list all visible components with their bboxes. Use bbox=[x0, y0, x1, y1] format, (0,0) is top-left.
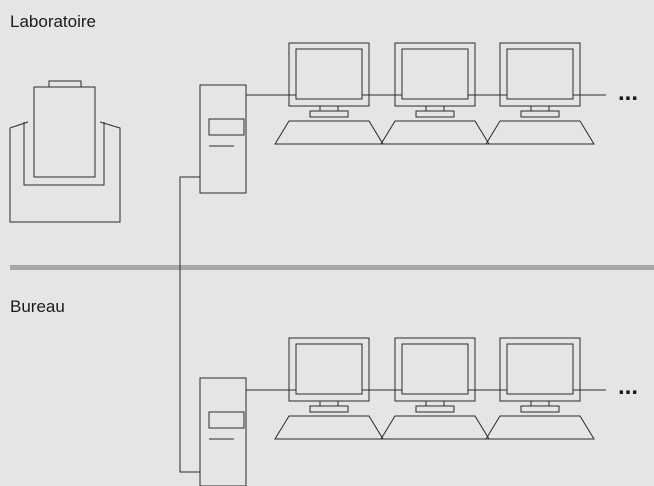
lab-instrument bbox=[9, 80, 121, 223]
lab-workstation bbox=[274, 42, 384, 145]
zone-divider bbox=[10, 265, 654, 270]
office-network-continuation: ... bbox=[618, 373, 638, 400]
office-workstation bbox=[274, 337, 384, 440]
lab-network-continuation: ... bbox=[618, 79, 638, 106]
office-network: ... bbox=[199, 337, 638, 486]
lab-workstation bbox=[380, 42, 490, 145]
laboratory-network: ... bbox=[199, 42, 638, 194]
inter-zone-link bbox=[179, 176, 200, 473]
office-workstation bbox=[485, 337, 595, 440]
laboratory-zone-label: Laboratoire bbox=[10, 12, 97, 31]
office-workstation bbox=[380, 337, 490, 440]
lab-server-tower bbox=[199, 84, 247, 194]
lab-workstation bbox=[485, 42, 595, 145]
office-server-tower bbox=[199, 377, 247, 486]
office-zone-label: Bureau bbox=[10, 297, 65, 316]
